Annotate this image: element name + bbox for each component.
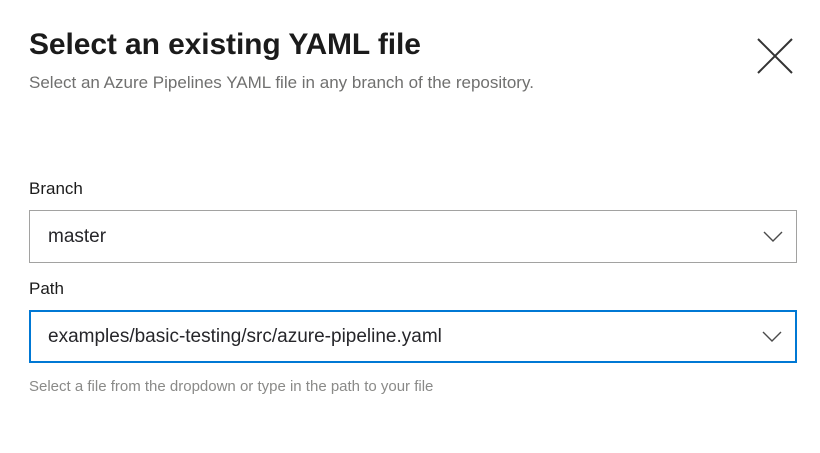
- yaml-file-form: Branch Path Select a file: [29, 178, 797, 397]
- close-icon: [757, 38, 793, 74]
- close-button[interactable]: [752, 33, 798, 79]
- page-title: Select an existing YAML file: [29, 28, 421, 61]
- dialog-subtitle: Select an Azure Pipelines YAML file in a…: [29, 73, 534, 92]
- path-label: Path: [29, 279, 64, 298]
- dialog-header: Select an existing YAML file Select an A…: [29, 26, 791, 96]
- branch-input[interactable]: [30, 223, 750, 250]
- path-input[interactable]: [31, 323, 749, 350]
- path-chevron-down-icon[interactable]: [749, 331, 795, 343]
- branch-label: Branch: [29, 179, 83, 198]
- path-dropdown[interactable]: [29, 310, 797, 363]
- branch-dropdown[interactable]: [29, 210, 797, 263]
- branch-chevron-down-icon[interactable]: [750, 231, 796, 243]
- path-field-block: Path Select a file from the dropdown or …: [29, 278, 797, 397]
- path-helper-text: Select a file from the dropdown or type …: [29, 378, 434, 395]
- branch-field-block: Branch: [29, 178, 797, 263]
